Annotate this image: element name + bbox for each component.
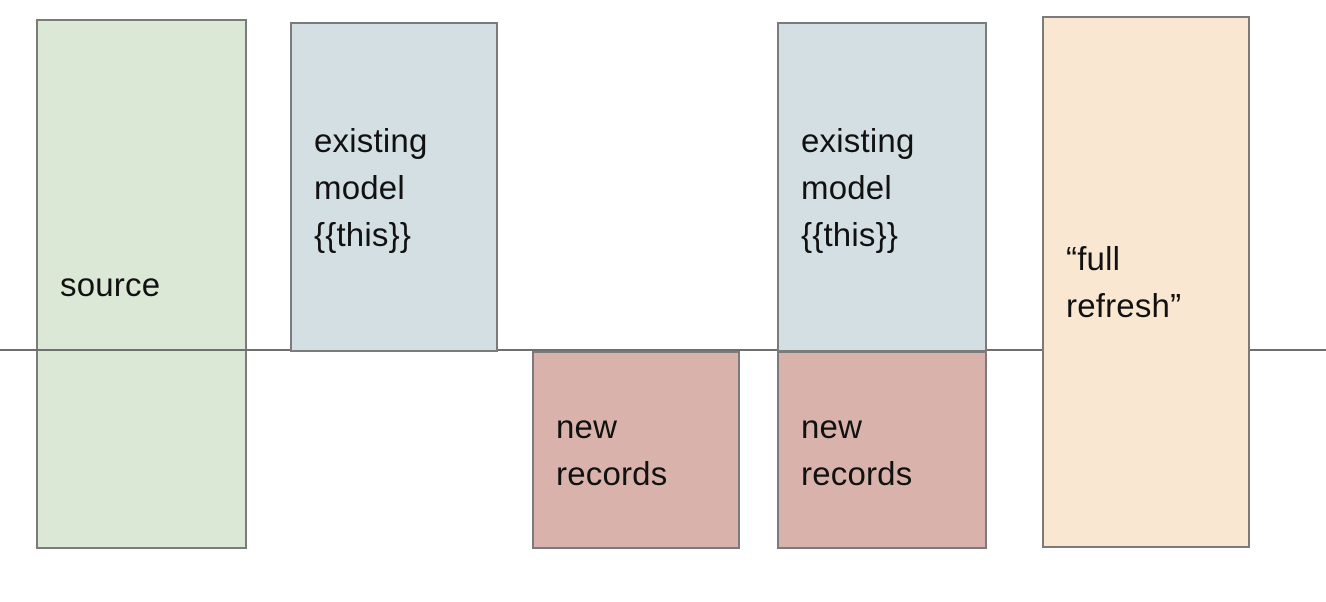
new-records-box-1: new records [532,351,740,549]
source-box-label: source [60,265,161,303]
new-records-box-2-label: new records [801,408,913,492]
existing-model-box-1: existing model {{this}} [290,22,498,352]
full-refresh-box-label: “full refresh” [1066,240,1182,324]
full-refresh-box: “full refresh” [1042,16,1250,548]
source-box: source [36,19,247,549]
existing-model-box-2-label: existing model {{this}} [801,121,915,253]
new-records-box-2: new records [777,351,987,549]
new-records-box-1-label: new records [556,408,668,492]
existing-model-box-2: existing model {{this}} [777,22,987,352]
horizontal-divider-line [0,349,1326,351]
existing-model-box-1-label: existing model {{this}} [314,121,428,253]
